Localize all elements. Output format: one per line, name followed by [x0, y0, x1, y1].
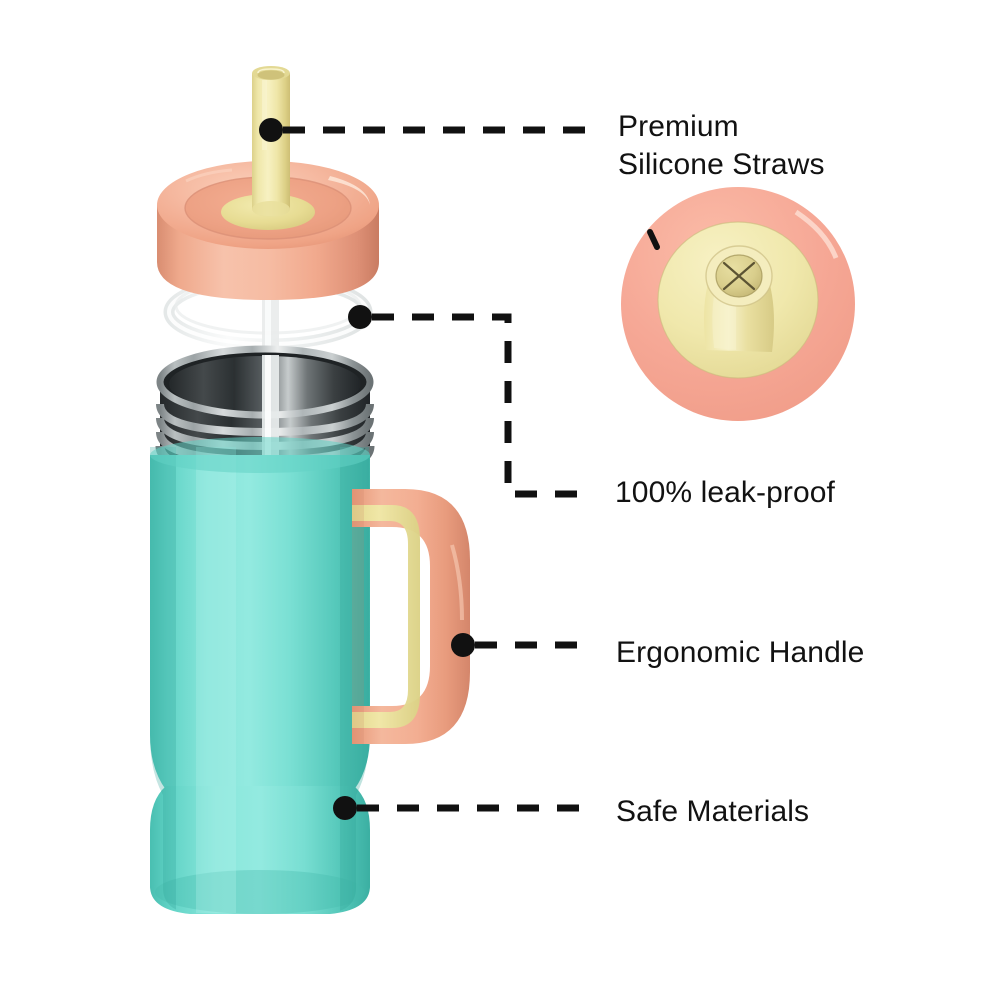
- leader-safe-materials: [333, 796, 592, 820]
- tumbler-lid: [157, 150, 379, 300]
- tumbler-body: [150, 437, 370, 914]
- callout-label-leak-proof: 100% leak-proof: [615, 476, 835, 509]
- callout-label-safe-materials: Safe Materials: [616, 795, 810, 828]
- callout-label-premium-silicone-straws: Premium Silicone Straws: [618, 110, 825, 182]
- callout-leader-lines: [259, 118, 594, 820]
- leader-leak-proof: [348, 305, 594, 498]
- leader-ergonomic-handle: [451, 633, 592, 657]
- lid-top-view-inset: [621, 187, 855, 421]
- ergonomic-handle: [352, 489, 470, 744]
- callout-label-ergonomic-handle: Ergonomic Handle: [616, 636, 865, 669]
- leader-premium-silicone-straws: [259, 118, 592, 142]
